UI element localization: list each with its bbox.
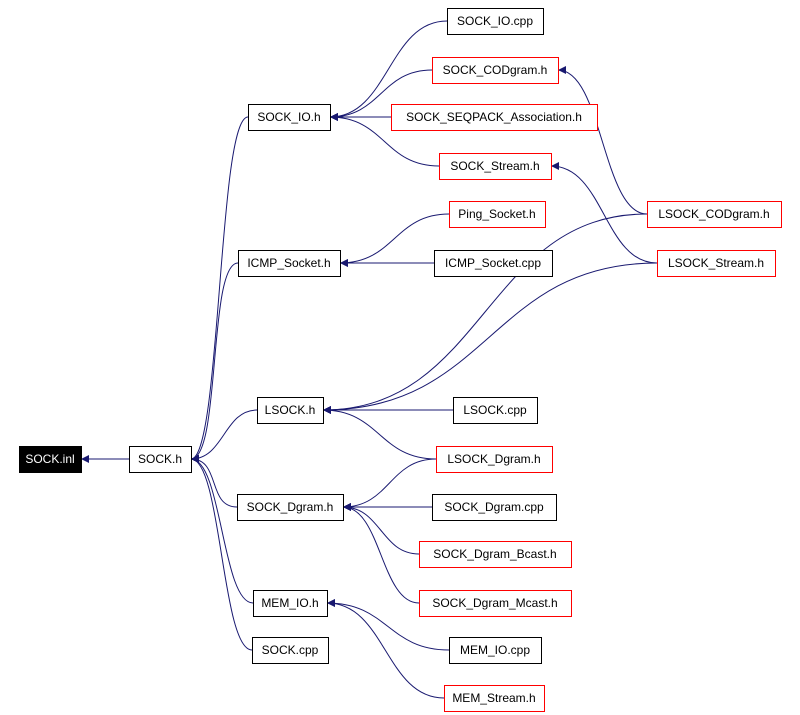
node-sock-io-h[interactable]: SOCK_IO.h	[248, 104, 331, 131]
node-label: SOCK_IO.cpp	[457, 14, 533, 28]
node-mem-io-h[interactable]: MEM_IO.h	[253, 590, 328, 617]
node-label: SOCK_SEQPACK_Association.h	[406, 110, 582, 124]
node-icmp-socket-h[interactable]: ICMP_Socket.h	[238, 250, 341, 277]
node-sock-dgram-h[interactable]: SOCK_Dgram.h	[237, 494, 344, 521]
node-label: Ping_Socket.h	[458, 207, 535, 221]
node-label: ICMP_Socket.h	[247, 256, 330, 270]
edge-lsock_dgram_h-to-lsock_h	[322, 406, 437, 460]
node-sock-io-cpp[interactable]: SOCK_IO.cpp	[447, 8, 544, 35]
edge-sock_cpp-to-sock_h	[190, 455, 253, 651]
node-label: SOCK_Dgram_Bcast.h	[433, 547, 556, 561]
node-box	[419, 541, 572, 568]
edge-sock_dgram_mcast_h-to-sock_dgram_h	[342, 503, 420, 604]
node-box	[439, 153, 552, 180]
edge-sock_stream_h-to-sock_io_h	[329, 113, 440, 167]
node-box	[447, 8, 544, 35]
node-sock-codgram-h[interactable]: SOCK_CODgram.h	[432, 57, 559, 84]
node-icmp-socket-cpp[interactable]: ICMP_Socket.cpp	[434, 250, 553, 277]
node-label: SOCK.inl	[25, 452, 74, 466]
edge-lsock_codgram_h-to-lsock_h	[322, 213, 648, 414]
node-label: LSOCK_Stream.h	[668, 256, 764, 270]
edge-sock_dgram_h-to-sock_h	[190, 455, 238, 508]
edge-mem_stream_h-to-mem_io_h	[326, 599, 445, 699]
node-mem-io-cpp[interactable]: MEM_IO.cpp	[449, 637, 542, 664]
node-lsock-codgram-h[interactable]: LSOCK_CODgram.h	[647, 201, 782, 228]
node-sock-cpp[interactable]: SOCK.cpp	[252, 637, 329, 664]
node-lsock-stream-h[interactable]: LSOCK_Stream.h	[657, 250, 776, 277]
node-label: SOCK_Stream.h	[450, 159, 539, 173]
node-sock-dgram-bcast-h[interactable]: SOCK_Dgram_Bcast.h	[419, 541, 572, 568]
node-box	[444, 685, 545, 712]
edge-lsock_codgram_h-to-sock_codgram_h	[557, 66, 648, 215]
node-label: SOCK_IO.h	[257, 110, 320, 124]
node-label: MEM_Stream.h	[452, 691, 535, 705]
node-label: MEM_IO.cpp	[460, 643, 530, 657]
edge-lsock_h-to-sock_h	[190, 409, 258, 463]
node-box	[252, 637, 329, 664]
node-mem-stream-h[interactable]: MEM_Stream.h	[444, 685, 545, 712]
edge-mem_io_cpp-to-mem_io_h	[326, 599, 450, 651]
node-label: SOCK_Dgram.cpp	[444, 500, 544, 514]
node-label: LSOCK_Dgram.h	[447, 452, 540, 466]
node-box	[419, 590, 572, 617]
node-box	[257, 397, 324, 424]
node-sock-seqpack-h[interactable]: SOCK_SEQPACK_Association.h	[391, 104, 598, 131]
node-box	[453, 397, 538, 424]
node-box	[248, 104, 331, 131]
node-box	[434, 250, 553, 277]
node-box	[647, 201, 782, 228]
node-box	[238, 250, 341, 277]
node-box	[657, 250, 776, 277]
node-label: LSOCK.h	[265, 403, 316, 417]
node-box	[237, 494, 344, 521]
node-box	[449, 637, 542, 664]
node-box	[391, 104, 598, 131]
node-sock-dgram-mcast-h[interactable]: SOCK_Dgram_Mcast.h	[419, 590, 572, 617]
node-label: LSOCK.cpp	[463, 403, 527, 417]
node-label: MEM_IO.h	[261, 596, 318, 610]
edge-lsock_stream_h-to-lsock_h	[322, 262, 658, 414]
node-label: SOCK_Dgram.h	[247, 500, 334, 514]
node-box	[129, 446, 192, 473]
node-label: ICMP_Socket.cpp	[445, 256, 541, 270]
node-sock-inl[interactable]: SOCK.inl	[19, 446, 82, 473]
node-lsock-h[interactable]: LSOCK.h	[257, 397, 324, 424]
edge-sock_io_cpp-to-sock_io_h	[329, 20, 448, 121]
node-box	[432, 494, 557, 521]
node-box	[19, 446, 82, 473]
node-label: LSOCK_CODgram.h	[658, 207, 769, 221]
edge-lsock_dgram_h-to-sock_dgram_h	[342, 458, 437, 511]
edge-mem_io_h-to-sock_h	[190, 455, 254, 604]
node-label: SOCK_CODgram.h	[443, 63, 548, 77]
edges	[81, 20, 658, 699]
node-box	[449, 201, 546, 228]
node-lsock-cpp[interactable]: LSOCK.cpp	[453, 397, 538, 424]
node-label: SOCK.cpp	[262, 643, 319, 657]
node-box	[253, 590, 328, 617]
edge-icmp_socket_h-to-sock_h	[190, 262, 239, 463]
node-sock-stream-h[interactable]: SOCK_Stream.h	[439, 153, 552, 180]
node-sock-h[interactable]: SOCK.h	[129, 446, 192, 473]
edge-lsock_stream_h-to-sock_stream_h	[550, 162, 658, 264]
edge-sock_dgram_bcast_h-to-sock_dgram_h	[342, 503, 420, 555]
edge-sock_io_h-to-sock_h	[190, 116, 249, 463]
node-label: SOCK_Dgram_Mcast.h	[432, 596, 557, 610]
edge-ping_socket_h-to-icmp_socket_h	[339, 213, 450, 267]
node-box	[432, 57, 559, 84]
edge-sock_codgram_h-to-sock_io_h	[329, 69, 433, 121]
node-lsock-dgram-h[interactable]: LSOCK_Dgram.h	[436, 446, 553, 473]
node-label: SOCK.h	[138, 452, 182, 466]
node-sock-dgram-cpp[interactable]: SOCK_Dgram.cpp	[432, 494, 557, 521]
nodes: SOCK.inl SOCK.h SOCK_IO.h SOCK_IO.cppSOCK_C…	[19, 8, 782, 712]
node-ping-socket-h[interactable]: Ping_Socket.h	[449, 201, 546, 228]
node-box	[436, 446, 553, 473]
